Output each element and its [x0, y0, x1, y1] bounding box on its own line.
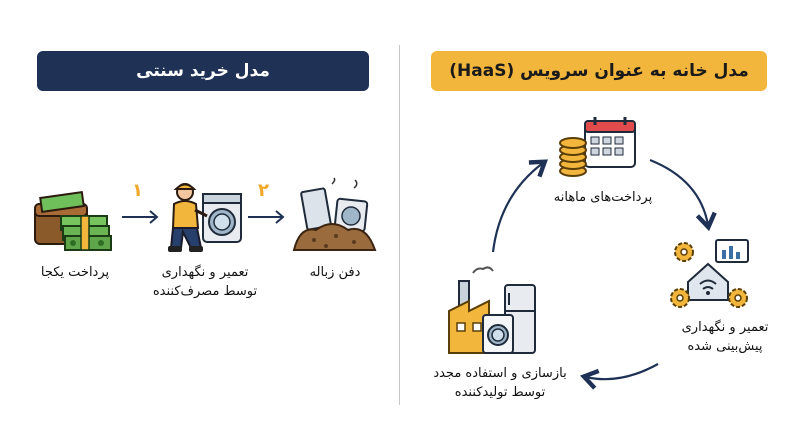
monthly-payments-label: پرداخت‌های ماهانه: [553, 190, 653, 205]
landfill-label: دفن زباله: [309, 265, 361, 280]
calendar-coins-icon: [559, 117, 636, 177]
predictive-maintenance-label: تعمیر و نگهداری پیش‌بینی شده: [681, 320, 769, 354]
arrow-right-icon: [248, 210, 285, 224]
factory-appliances-icon: [448, 266, 536, 354]
arrow-to-payments: [491, 159, 548, 253]
panel-divider: [399, 45, 400, 405]
landfill-icon: [292, 177, 377, 251]
traditional-model-title: مدل خرید سنتی: [136, 61, 270, 81]
wallet-cash-icon: [34, 191, 112, 251]
step-number-1: ۱: [132, 180, 143, 201]
step-number-2: ۲: [258, 180, 269, 201]
arrow-to-maintenance: [649, 158, 717, 232]
remanufacture-reuse-label: بازسازی و استفاده مجدد توسط تولیدکننده: [433, 366, 567, 400]
repair-person-icon: [168, 183, 242, 252]
haas-model-header: مدل خانه به عنوان سرویس (HaaS): [431, 51, 767, 91]
haas-model-title: مدل خانه به عنوان سرویس (HaaS): [449, 61, 749, 81]
smart-home-gears-icon: [670, 239, 749, 308]
consumer-repair-label: تعمیر و نگهداری توسط مصرف‌کننده: [152, 265, 258, 299]
lump-sum-payment-label: پرداخت یکجا: [40, 265, 110, 280]
arrow-to-remanufacture: [579, 363, 659, 390]
arrow-right-icon: [122, 210, 159, 224]
traditional-model-header: مدل خرید سنتی: [37, 51, 369, 91]
